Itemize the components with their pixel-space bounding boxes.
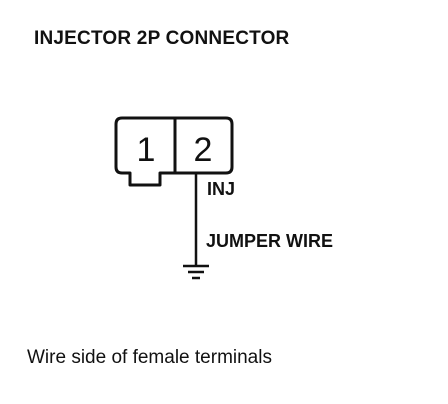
ground-icon	[183, 264, 209, 280]
diagram-title: INJECTOR 2P CONNECTOR	[34, 28, 290, 49]
pin-1-number: 1	[137, 131, 156, 169]
jumper-wire-label: JUMPER WIRE	[206, 231, 334, 251]
connector-housing	[114, 116, 234, 187]
pin-2-number: 2	[194, 131, 213, 169]
diagram-caption: Wire side of female terminals	[27, 347, 272, 368]
inj-label: INJ	[207, 179, 236, 199]
